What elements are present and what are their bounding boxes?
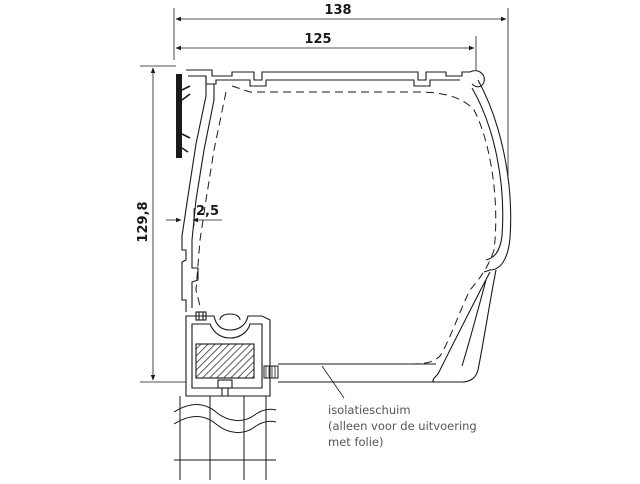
roller-contour-dashed — [231, 85, 497, 365]
insulation-annotation: isolatieschuim (alleen voor de uitvoerin… — [328, 403, 477, 449]
housing-top-edge — [186, 69, 470, 81]
dimension-height: 129,8 — [136, 65, 186, 383]
housing-lower-inner — [461, 279, 487, 367]
annotation-line-3: met folie) — [328, 435, 383, 449]
break-line-upper — [173, 404, 277, 421]
dimension-overall-width: 138 — [173, 3, 509, 180]
housing-nose — [469, 70, 485, 88]
bottom-screw — [217, 379, 233, 389]
top-screw — [195, 311, 207, 321]
inner-left-dashed — [195, 91, 227, 307]
insulation-foam-block — [195, 343, 255, 379]
seal-strip-lines — [265, 366, 276, 378]
guide-rail-bar — [176, 74, 182, 158]
annotation-line-2: (alleen voor de uitvoering — [328, 419, 477, 433]
housing-top-inner — [188, 75, 460, 87]
housing-bottom-edge — [278, 363, 436, 383]
frame-verticals — [179, 396, 267, 480]
housing-left-inner — [191, 84, 215, 308]
dimension-label-125: 125 — [304, 32, 331, 47]
bottom-box-outer — [185, 315, 271, 397]
window-frame-break — [173, 396, 277, 480]
housing-front-inner — [471, 87, 504, 261]
dimension-label-138: 138 — [324, 3, 351, 18]
dimension-label-129: 129,8 — [136, 201, 151, 242]
bottom-box — [185, 311, 271, 397]
guide-rail-clips — [181, 85, 191, 153]
annotation-leader-line — [321, 365, 345, 399]
housing-left-outer — [181, 76, 207, 312]
seal-strip — [263, 365, 279, 379]
housing-profile — [181, 69, 512, 383]
annotation-line-1: isolatieschuim — [328, 403, 411, 417]
bottom-box-inner — [191, 323, 263, 389]
guide-rail-brush — [176, 74, 191, 158]
housing-lower-slope — [432, 269, 497, 383]
break-line-lower — [173, 416, 277, 433]
bottom-box-hook — [219, 313, 241, 321]
dimension-label-gap: 2,5 — [196, 204, 219, 219]
dimension-inner-width: 125 — [175, 32, 477, 70]
housing-front-outer — [477, 79, 512, 273]
